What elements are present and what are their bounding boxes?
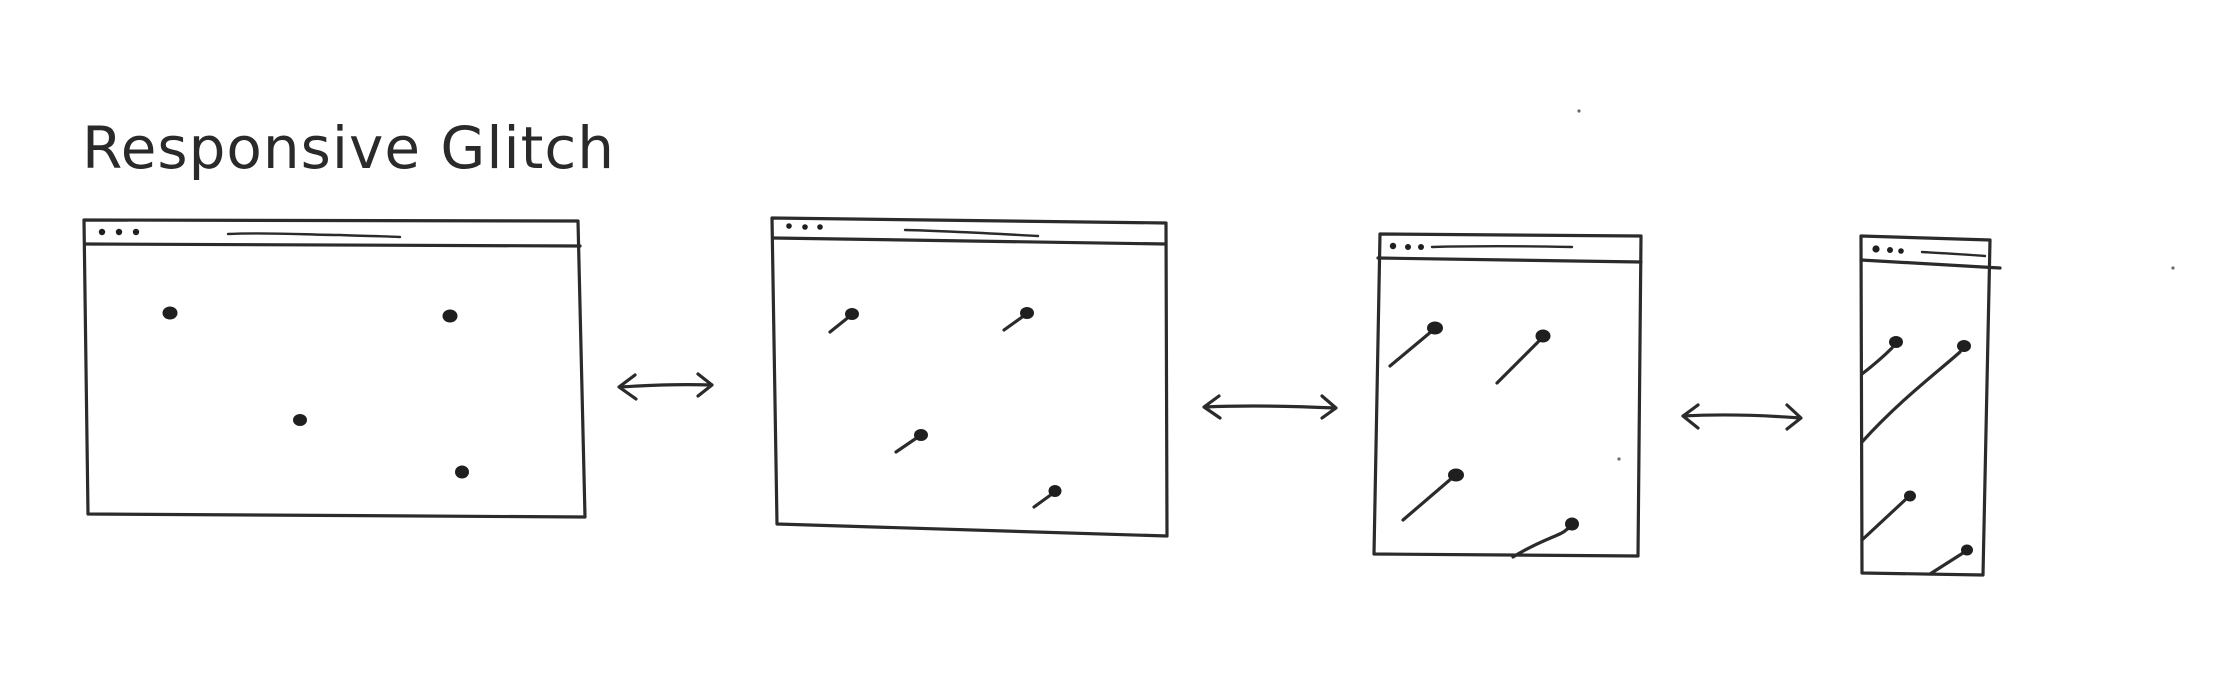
- frame-3-dot-c: [1401, 468, 1464, 522]
- frame-1-address-bar: [226, 232, 402, 239]
- double-arrow-icon-2: [1202, 394, 1338, 420]
- frame-2-dot-d: [1032, 485, 1062, 509]
- double-arrow-icon-1: [617, 372, 714, 401]
- frame-2-dot-a: [828, 308, 859, 334]
- browser-frame-1: [82, 218, 587, 519]
- frame-1-toolbar-line: [84, 242, 582, 248]
- double-arrow-icon-3: [1681, 403, 1803, 431]
- frame-4-dot-a: [1860, 336, 1903, 376]
- frame-2-outline: [770, 216, 1169, 538]
- frame-3-outline: [1372, 232, 1643, 558]
- frame-4-dots: [1860, 336, 1973, 576]
- frame-2-dots: [828, 307, 1062, 509]
- frame-1-window-dots-icon: [98, 228, 140, 236]
- stray-speck-2: [2171, 266, 2175, 270]
- sketch-title: Responsive Glitch: [82, 114, 615, 182]
- frame-2-address-bar: [903, 228, 1040, 238]
- frame-4-outline: [1859, 234, 1992, 577]
- frame-2-window-dots-icon: [786, 223, 823, 230]
- frame-3-speck: [1617, 457, 1621, 461]
- frame-3-dots: [1388, 321, 1579, 559]
- browser-frame-2: [770, 216, 1169, 538]
- frame-1-dot-b: [442, 309, 458, 323]
- frame-1-dot-a: [162, 306, 178, 320]
- frame-1-dot-c: [293, 414, 307, 426]
- frame-4-window-dots-icon: [1872, 245, 1904, 254]
- browser-frame-4: [1859, 234, 2002, 577]
- frame-4-address-bar: [1920, 250, 1987, 258]
- frame-4-dot-c: [1860, 490, 1916, 542]
- frame-3-window-dots-icon: [1389, 242, 1424, 250]
- frame-4-dot-b: [1860, 340, 1971, 444]
- frame-3-address-bar: [1430, 245, 1574, 249]
- frame-1-dot-d: [455, 465, 469, 479]
- frame-4-dot-d: [1928, 544, 1973, 576]
- frame-2-dot-c: [894, 429, 928, 454]
- frame-1-outline: [82, 218, 587, 519]
- browser-frame-3: [1372, 232, 1643, 559]
- frame-2-dot-b: [1002, 307, 1034, 332]
- frame-1-dots: [162, 306, 469, 479]
- frame-3-dot-d: [1511, 517, 1579, 559]
- frame-3-dot-a: [1388, 321, 1443, 368]
- frame-2-toolbar-line: [771, 236, 1168, 246]
- stray-speck-1: [1577, 109, 1581, 113]
- frame-4-toolbar-line: [1859, 258, 2002, 270]
- frame-3-dot-b: [1495, 329, 1551, 385]
- frame-3-toolbar-line: [1376, 256, 1643, 264]
